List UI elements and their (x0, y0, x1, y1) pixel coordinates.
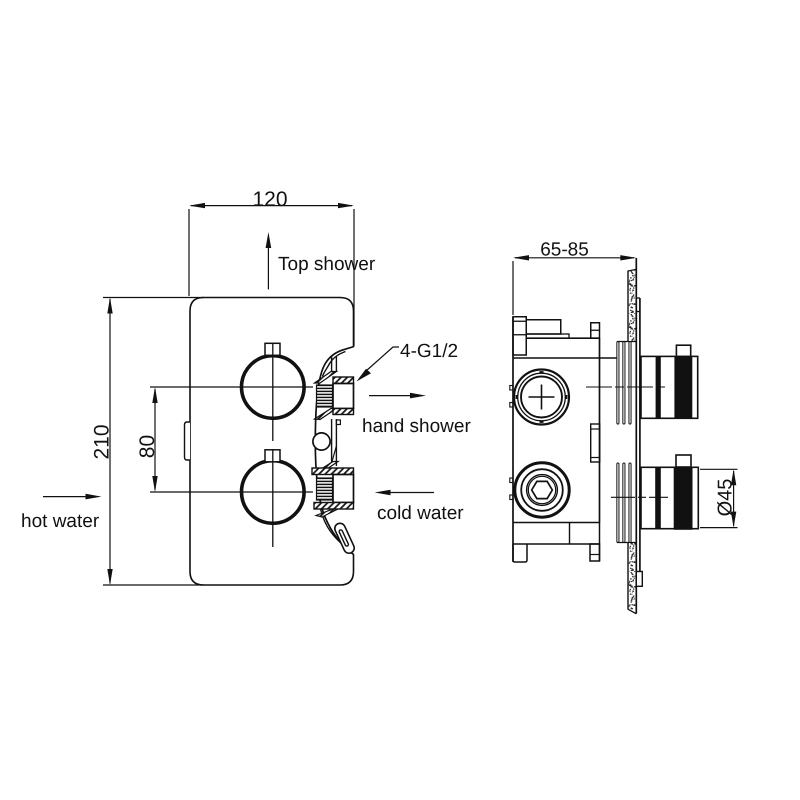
svg-text:210: 210 (91, 424, 114, 459)
svg-text:80: 80 (136, 435, 159, 458)
svg-text:hand shower: hand shower (362, 416, 471, 437)
svg-text:65-85: 65-85 (540, 240, 589, 261)
svg-text:Ø45: Ø45 (715, 479, 737, 517)
svg-text:120: 120 (252, 188, 287, 211)
svg-text:Top shower: Top shower (278, 254, 376, 275)
svg-text:hot water: hot water (21, 511, 100, 532)
svg-text:cold water: cold water (377, 503, 464, 524)
svg-text:4-G1/2: 4-G1/2 (400, 341, 458, 362)
